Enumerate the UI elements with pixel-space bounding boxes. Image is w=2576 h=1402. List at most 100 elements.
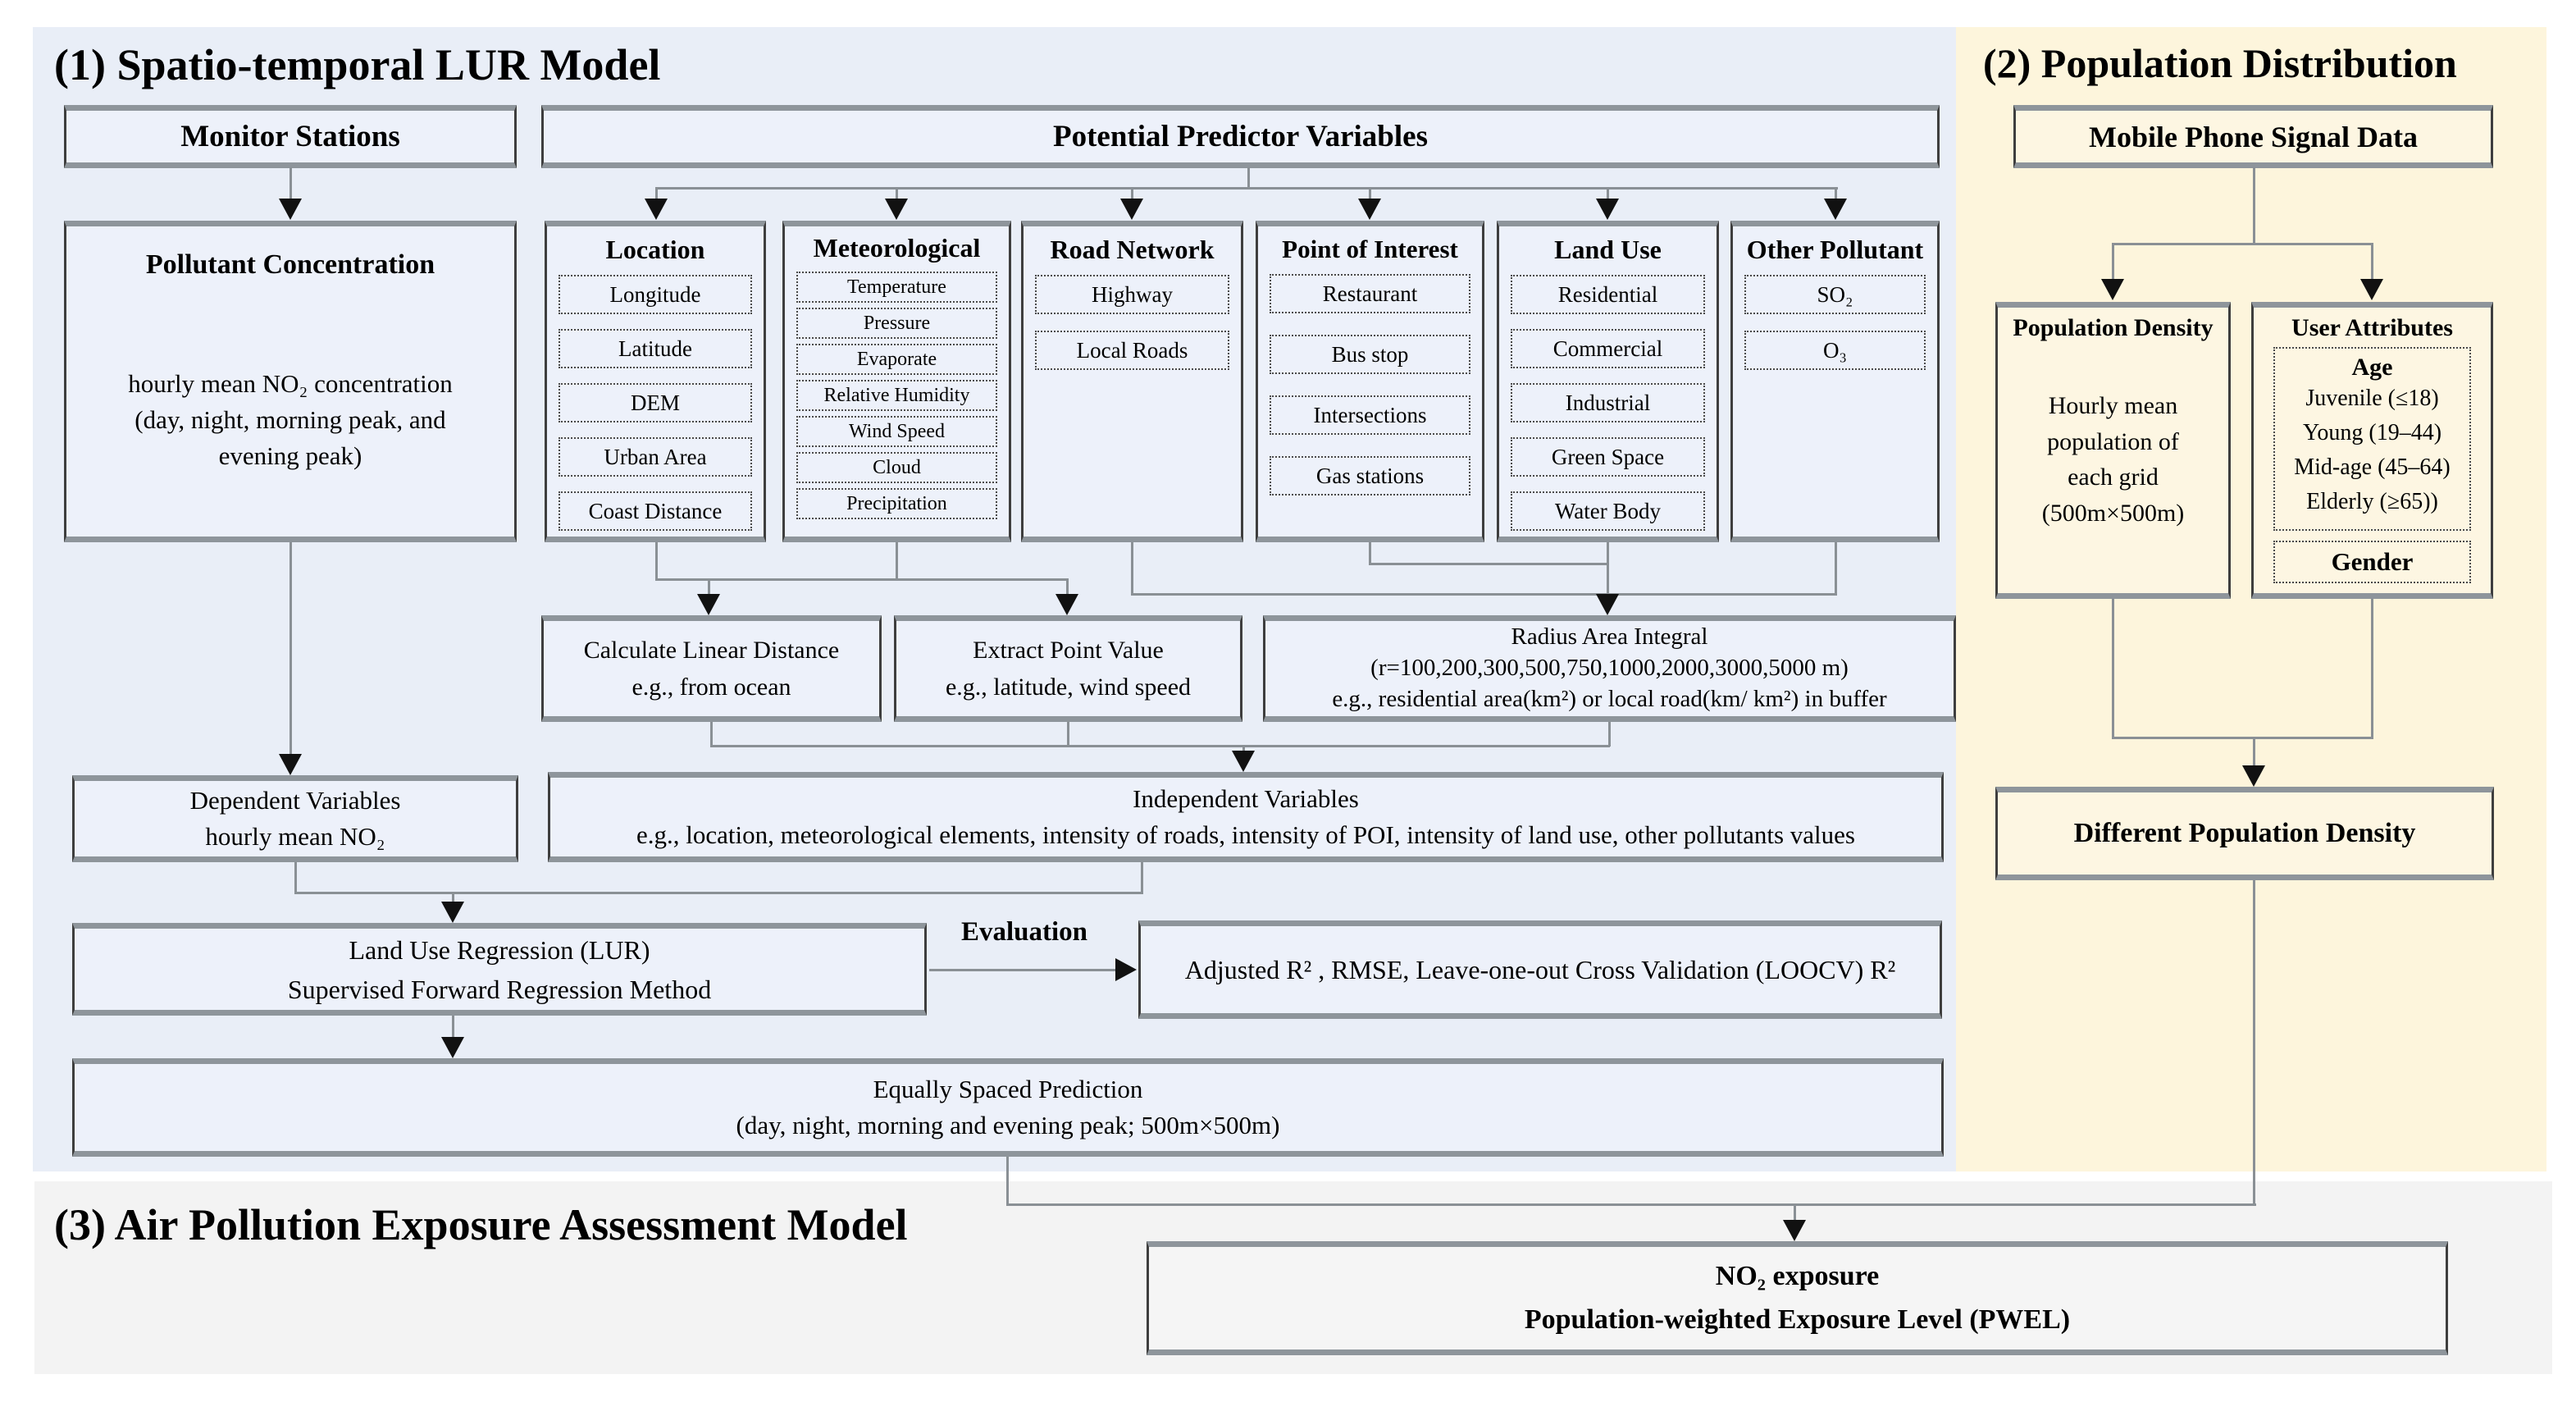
arrow-down-icon [2242,765,2265,787]
population-density-body: Hourly mean population of each grid (500… [2041,392,2185,527]
arrow-down-icon [279,199,302,220]
column-title: Location [605,235,705,264]
predictor-item: Longitude [559,275,752,314]
arrow-down-icon [885,199,908,220]
column-title: Land Use [1554,235,1662,264]
dependent-variables-box: Dependent Variables hourly mean NO₂ [72,775,518,862]
predictor-item: Local Roads [1035,331,1229,370]
connector-line [1369,563,1609,565]
extract-point-value-box: Extract Point Value e.g., latitude, wind… [894,615,1242,722]
predictor-item: Latitude [559,329,752,368]
arrow-down-icon [441,902,464,923]
independent-variables-box: Independent Variables e.g., location, me… [548,772,1944,862]
connector-line [655,187,658,202]
arrow-down-icon [1232,751,1255,772]
connector-line [2371,243,2373,281]
connector-line [2112,243,2114,281]
predictor-item: Wind Speed [796,416,997,447]
connector-line [2112,243,2373,245]
predictor-item: Industrial [1511,383,1705,422]
connector-line [294,862,297,894]
population-density-title: Population Density [2013,314,2214,341]
arrow-down-icon [1783,1220,1806,1241]
predictor-item: Precipitation [796,488,997,519]
column-title: Other Pollutant [1746,235,1924,264]
predictor-column-meteorological: Meteorological Temperature Pressure Evap… [782,221,1011,542]
calc-linear-distance-box: Calculate Linear Distance e.g., from oce… [541,615,882,722]
connector-line [710,745,1610,747]
section-title-exposure: (3) Air Pollution Exposure Assessment Mo… [54,1200,908,1249]
arrow-right-icon [1115,958,1137,981]
arrow-down-icon [441,1037,464,1058]
arrow-down-icon [2360,279,2383,300]
arrow-down-icon [697,594,720,615]
connector-line [655,187,1838,190]
connector-line [2112,599,2114,738]
lur-regression-box: Land Use Regression (LUR) Supervised For… [72,923,927,1016]
connector-line [1369,187,1371,202]
arrow-down-icon [645,199,668,220]
connector-line [290,542,292,756]
connector-line [1067,722,1069,747]
age-group-block: Age Juvenile (≤18) Young (19–44) Mid-age… [2273,347,2471,531]
user-attributes-title: User Attributes [2291,314,2453,341]
connector-line [1247,167,1250,187]
arrow-down-icon [2101,279,2124,300]
connector-line [929,969,1118,971]
connector-line [1131,187,1133,202]
connector-line [1607,542,1609,564]
pollutant-concentration-box: Pollutant Concentration hourly mean NO₂ … [64,221,517,542]
connector-line [708,578,710,596]
connector-line [655,578,1069,581]
predictor-item: Restaurant [1270,274,1470,313]
connector-line [2253,167,2255,243]
arrow-down-icon [279,754,302,775]
predictor-column-poi: Point of Interest Restaurant Bus stop In… [1256,221,1484,542]
predictor-item: Intersections [1270,395,1470,435]
connector-line [452,892,454,903]
connector-line [1369,542,1371,564]
connector-line [1608,722,1611,747]
predictor-item: Relative Humidity [796,380,997,411]
gender-block: Gender [2273,541,2471,583]
connector-line [2371,599,2373,738]
population-panel [1956,27,2546,1171]
connector-line [896,187,898,202]
connector-line [2253,880,2255,1206]
different-density-box: Different Population Density [1995,787,2494,880]
connector-line [2112,737,2373,739]
arrow-down-icon [1596,594,1619,615]
monitor-stations-box: Monitor Stations [64,105,517,168]
arrow-down-icon [1358,199,1381,220]
predictor-column-location: Location Longitude Latitude DEM Urban Ar… [545,221,766,542]
connector-line [290,167,292,199]
predictor-item: Commercial [1511,329,1705,368]
connector-line [1006,1203,2256,1206]
connector-line [896,542,898,581]
predictor-item: Residential [1511,275,1705,314]
mobile-phone-box: Mobile Phone Signal Data [2013,105,2493,168]
age-title: Age [2351,354,2393,381]
prediction-box: Equally Spaced Prediction (day, night, m… [72,1058,1944,1157]
column-title: Road Network [1050,235,1215,264]
predictor-item: Bus stop [1270,335,1470,374]
connector-line [1835,187,1837,202]
connector-line [294,892,1143,894]
age-groups: Juvenile (≤18) Young (19–44) Mid-age (45… [2294,386,2451,514]
connector-line [655,542,658,581]
radius-area-integral-box: Radius Area Integral (r=100,200,300,500,… [1263,615,1956,722]
connector-line [1835,542,1837,595]
predictor-item: Green Space [1511,437,1705,477]
evaluation-metrics-box: Adjusted R² , RMSE, Leave-one-out Cross … [1138,920,1942,1019]
evaluation-label: Evaluation [960,917,1088,947]
predictor-item: Evaporate [796,344,997,375]
connector-line [1131,593,1837,596]
arrow-down-icon [1120,199,1143,220]
pollutant-title: Pollutant Concentration [145,249,435,280]
connector-line [1141,862,1143,894]
predictor-item: Gas stations [1270,456,1470,495]
connector-line [2253,737,2255,767]
potential-predictors-box: Potential Predictor Variables [541,105,1940,168]
predictor-item: Cloud [796,452,997,483]
